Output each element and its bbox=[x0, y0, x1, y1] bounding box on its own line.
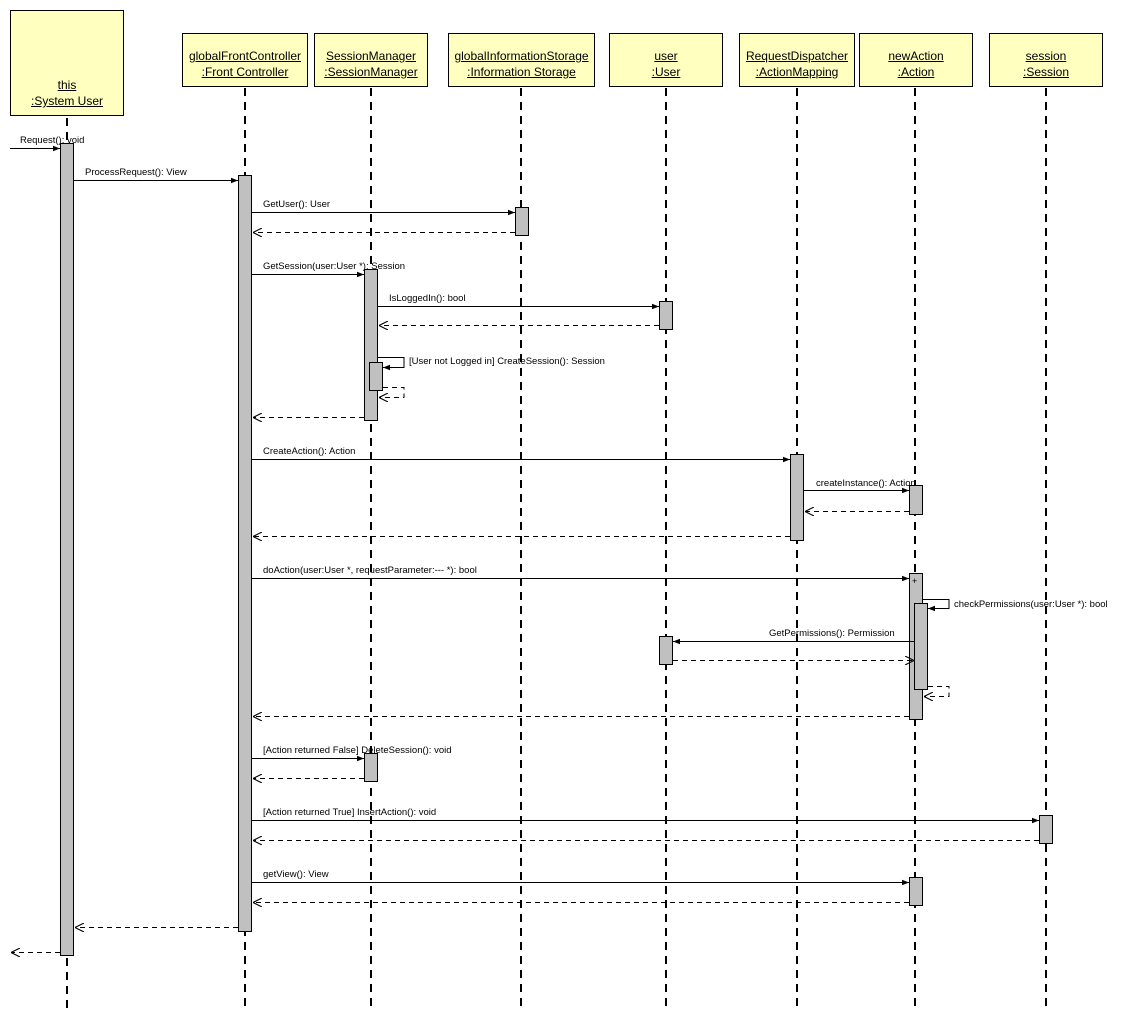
activation-new-action-3 bbox=[909, 877, 923, 906]
message-label-process-request: ProcessRequest(): View bbox=[85, 167, 187, 178]
self-call-create-session bbox=[378, 357, 405, 371]
message-label-get-session: GetSession(user:User *): Session bbox=[263, 261, 406, 272]
participant-type: :Action bbox=[897, 65, 935, 79]
message-label-request: Request(): void bbox=[20, 135, 85, 146]
return-check-permissions bbox=[924, 686, 950, 697]
participant-name: newAction bbox=[888, 49, 944, 63]
participant-name: user bbox=[654, 49, 678, 63]
participant-request-dispatcher: RequestDispatcher :ActionMapping bbox=[739, 33, 855, 87]
activation-request-dispatcher bbox=[790, 454, 804, 541]
message-label-delete-session: [Action returned False] DeleteSession():… bbox=[263, 745, 452, 756]
activation-front-controller bbox=[238, 175, 252, 932]
participant-user: user :User bbox=[609, 33, 723, 87]
participant-session: session :Session bbox=[989, 33, 1103, 87]
message-label-get-view: getView(): View bbox=[263, 869, 329, 880]
participant-type: :System User bbox=[30, 94, 103, 108]
activation-session-manager-nested bbox=[369, 362, 383, 391]
message-label-check-permissions: checkPermissions(user:User *): bool bbox=[954, 599, 1108, 610]
activation-user-1 bbox=[659, 301, 673, 330]
participant-name: globalFrontController bbox=[188, 49, 302, 63]
message-label-get-user: GetUser(): User bbox=[263, 199, 331, 210]
message-label-get-permissions: GetPermissions(): Permission bbox=[769, 628, 895, 639]
activation-user-2 bbox=[659, 636, 673, 665]
activation-new-action-nested bbox=[914, 603, 928, 690]
participant-name: session bbox=[1025, 49, 1067, 63]
participant-global-information-storage: globalInformationStorage :Information St… bbox=[448, 33, 595, 87]
participant-name: this bbox=[57, 78, 77, 92]
participant-session-manager: SessionManager :SessionManager bbox=[314, 33, 428, 87]
participant-type: :SessionManager bbox=[324, 65, 418, 79]
return-create-session bbox=[379, 387, 405, 398]
participant-new-action: newAction :Action bbox=[859, 33, 973, 87]
activation-session-manager bbox=[364, 269, 378, 421]
activation-this bbox=[60, 143, 74, 956]
participant-type: :Front Controller bbox=[201, 65, 289, 79]
participant-type: :ActionMapping bbox=[755, 65, 839, 79]
participant-type: :Information Storage bbox=[467, 65, 576, 79]
activation-information-storage bbox=[515, 207, 529, 236]
participant-name: SessionManager bbox=[325, 49, 417, 63]
collapse-marker: + bbox=[912, 576, 917, 586]
message-label-create-instance: createInstance(): Action bbox=[816, 478, 916, 489]
message-label-create-action: CreateAction(): Action bbox=[263, 446, 356, 457]
participant-name: RequestDispatcher bbox=[745, 49, 849, 63]
participant-this: this :System User bbox=[10, 10, 124, 116]
activation-session bbox=[1039, 815, 1053, 844]
message-label-create-session: [User not Logged in] CreateSession(): Se… bbox=[409, 356, 605, 367]
participant-type: :Session bbox=[1022, 65, 1070, 79]
participant-type: :User bbox=[651, 65, 681, 79]
participant-name: globalInformationStorage bbox=[454, 49, 589, 63]
message-label-do-action: doAction(user:User *, requestParameter:-… bbox=[263, 565, 477, 576]
self-call-check-permissions bbox=[923, 599, 950, 612]
activation-session-manager-2 bbox=[364, 753, 378, 782]
message-label-is-logged-in: IsLoggedIn(): bool bbox=[389, 293, 466, 304]
message-label-insert-action: [Action returned True] InsertAction(): v… bbox=[263, 807, 437, 818]
activation-new-action-1 bbox=[909, 485, 923, 515]
participant-global-front-controller: globalFrontController :Front Controller bbox=[182, 33, 308, 87]
